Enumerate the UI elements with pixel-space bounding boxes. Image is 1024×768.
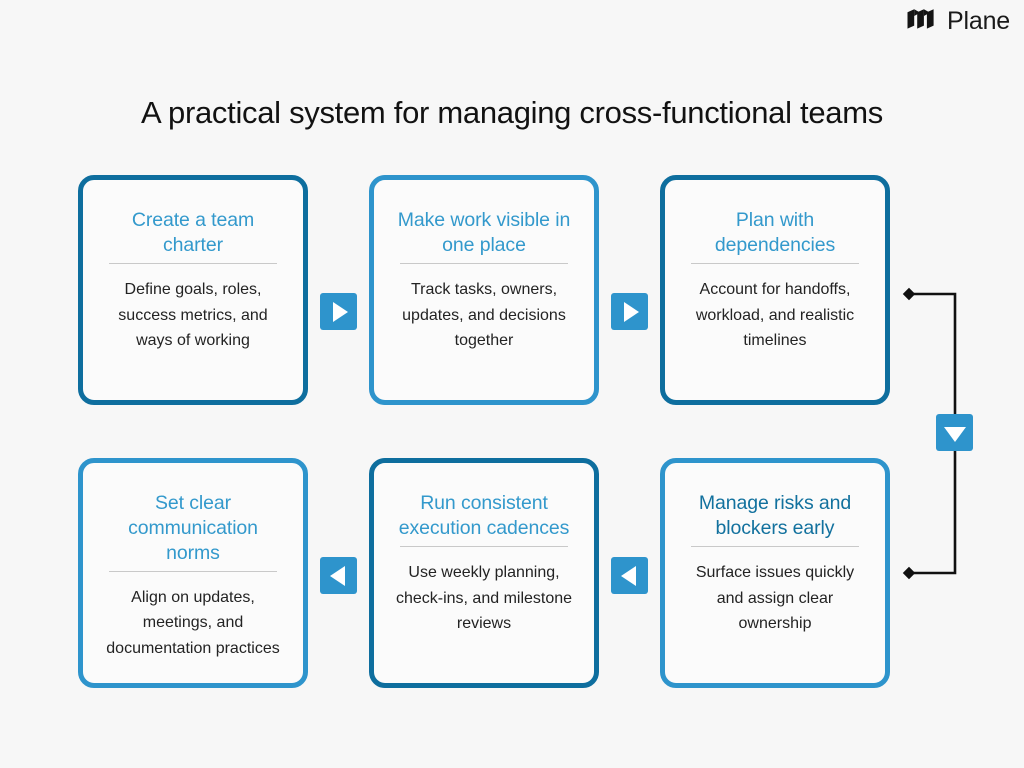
card-row-top: Create a team charter Define goals, role… (78, 175, 890, 405)
brand-name: Plane (947, 7, 1010, 35)
card-body: Define goals, roles, success metrics, an… (118, 280, 268, 350)
card-title: Make work visible in one place (397, 209, 571, 256)
card-title: Plan with dependencies (714, 209, 836, 256)
card-title: Set clear communication norms (128, 492, 258, 564)
card-plan-with-dependencies[interactable]: Plan with dependencies Account for hando… (660, 175, 890, 405)
card-divider (109, 570, 277, 572)
card-manage-risks-and-blockers-early[interactable]: Manage risks and blockers early Surface … (660, 458, 890, 688)
card-divider (691, 545, 859, 547)
card-body: Account for handoffs, workload, and real… (695, 280, 855, 350)
card-make-work-visible[interactable]: Make work visible in one place Track tas… (369, 175, 599, 405)
arrow-down-icon (936, 414, 973, 451)
page-title: A practical system for managing cross-fu… (141, 95, 883, 130)
triangle-right-glyph (623, 301, 639, 322)
brand-logo: Plane (906, 8, 1010, 35)
card-set-clear-communication-norms[interactable]: Set clear communication norms Align on u… (78, 458, 308, 688)
card-body: Use weekly planning, check-ins, and mile… (395, 563, 573, 633)
card-run-consistent-execution-cadences[interactable]: Run consistent execution cadences Use we… (369, 458, 599, 688)
arrow-right-icon (611, 293, 648, 330)
card-divider (400, 545, 568, 547)
card-body: Align on updates, meetings, and document… (106, 588, 280, 658)
arrow-left-icon (611, 557, 648, 594)
triangle-left-glyph (329, 565, 345, 586)
arrow-right-icon (320, 293, 357, 330)
card-body: Track tasks, owners, updates, and decisi… (402, 280, 566, 350)
arrow-left-icon (320, 557, 357, 594)
card-title: Manage risks and blockers early (698, 492, 852, 539)
card-title: Create a team charter (131, 209, 255, 256)
triangle-right-glyph (332, 301, 348, 322)
card-row-bottom: Set clear communication norms Align on u… (78, 458, 890, 688)
card-title: Run consistent execution cadences (398, 492, 570, 539)
card-body: Surface issues quickly and assign clear … (695, 563, 855, 633)
card-divider (400, 262, 568, 264)
card-divider (691, 262, 859, 264)
card-divider (109, 262, 277, 264)
triangle-left-glyph (620, 565, 636, 586)
card-create-team-charter[interactable]: Create a team charter Define goals, role… (78, 175, 308, 405)
plane-logo-icon (906, 8, 938, 35)
triangle-down-glyph (943, 426, 966, 442)
